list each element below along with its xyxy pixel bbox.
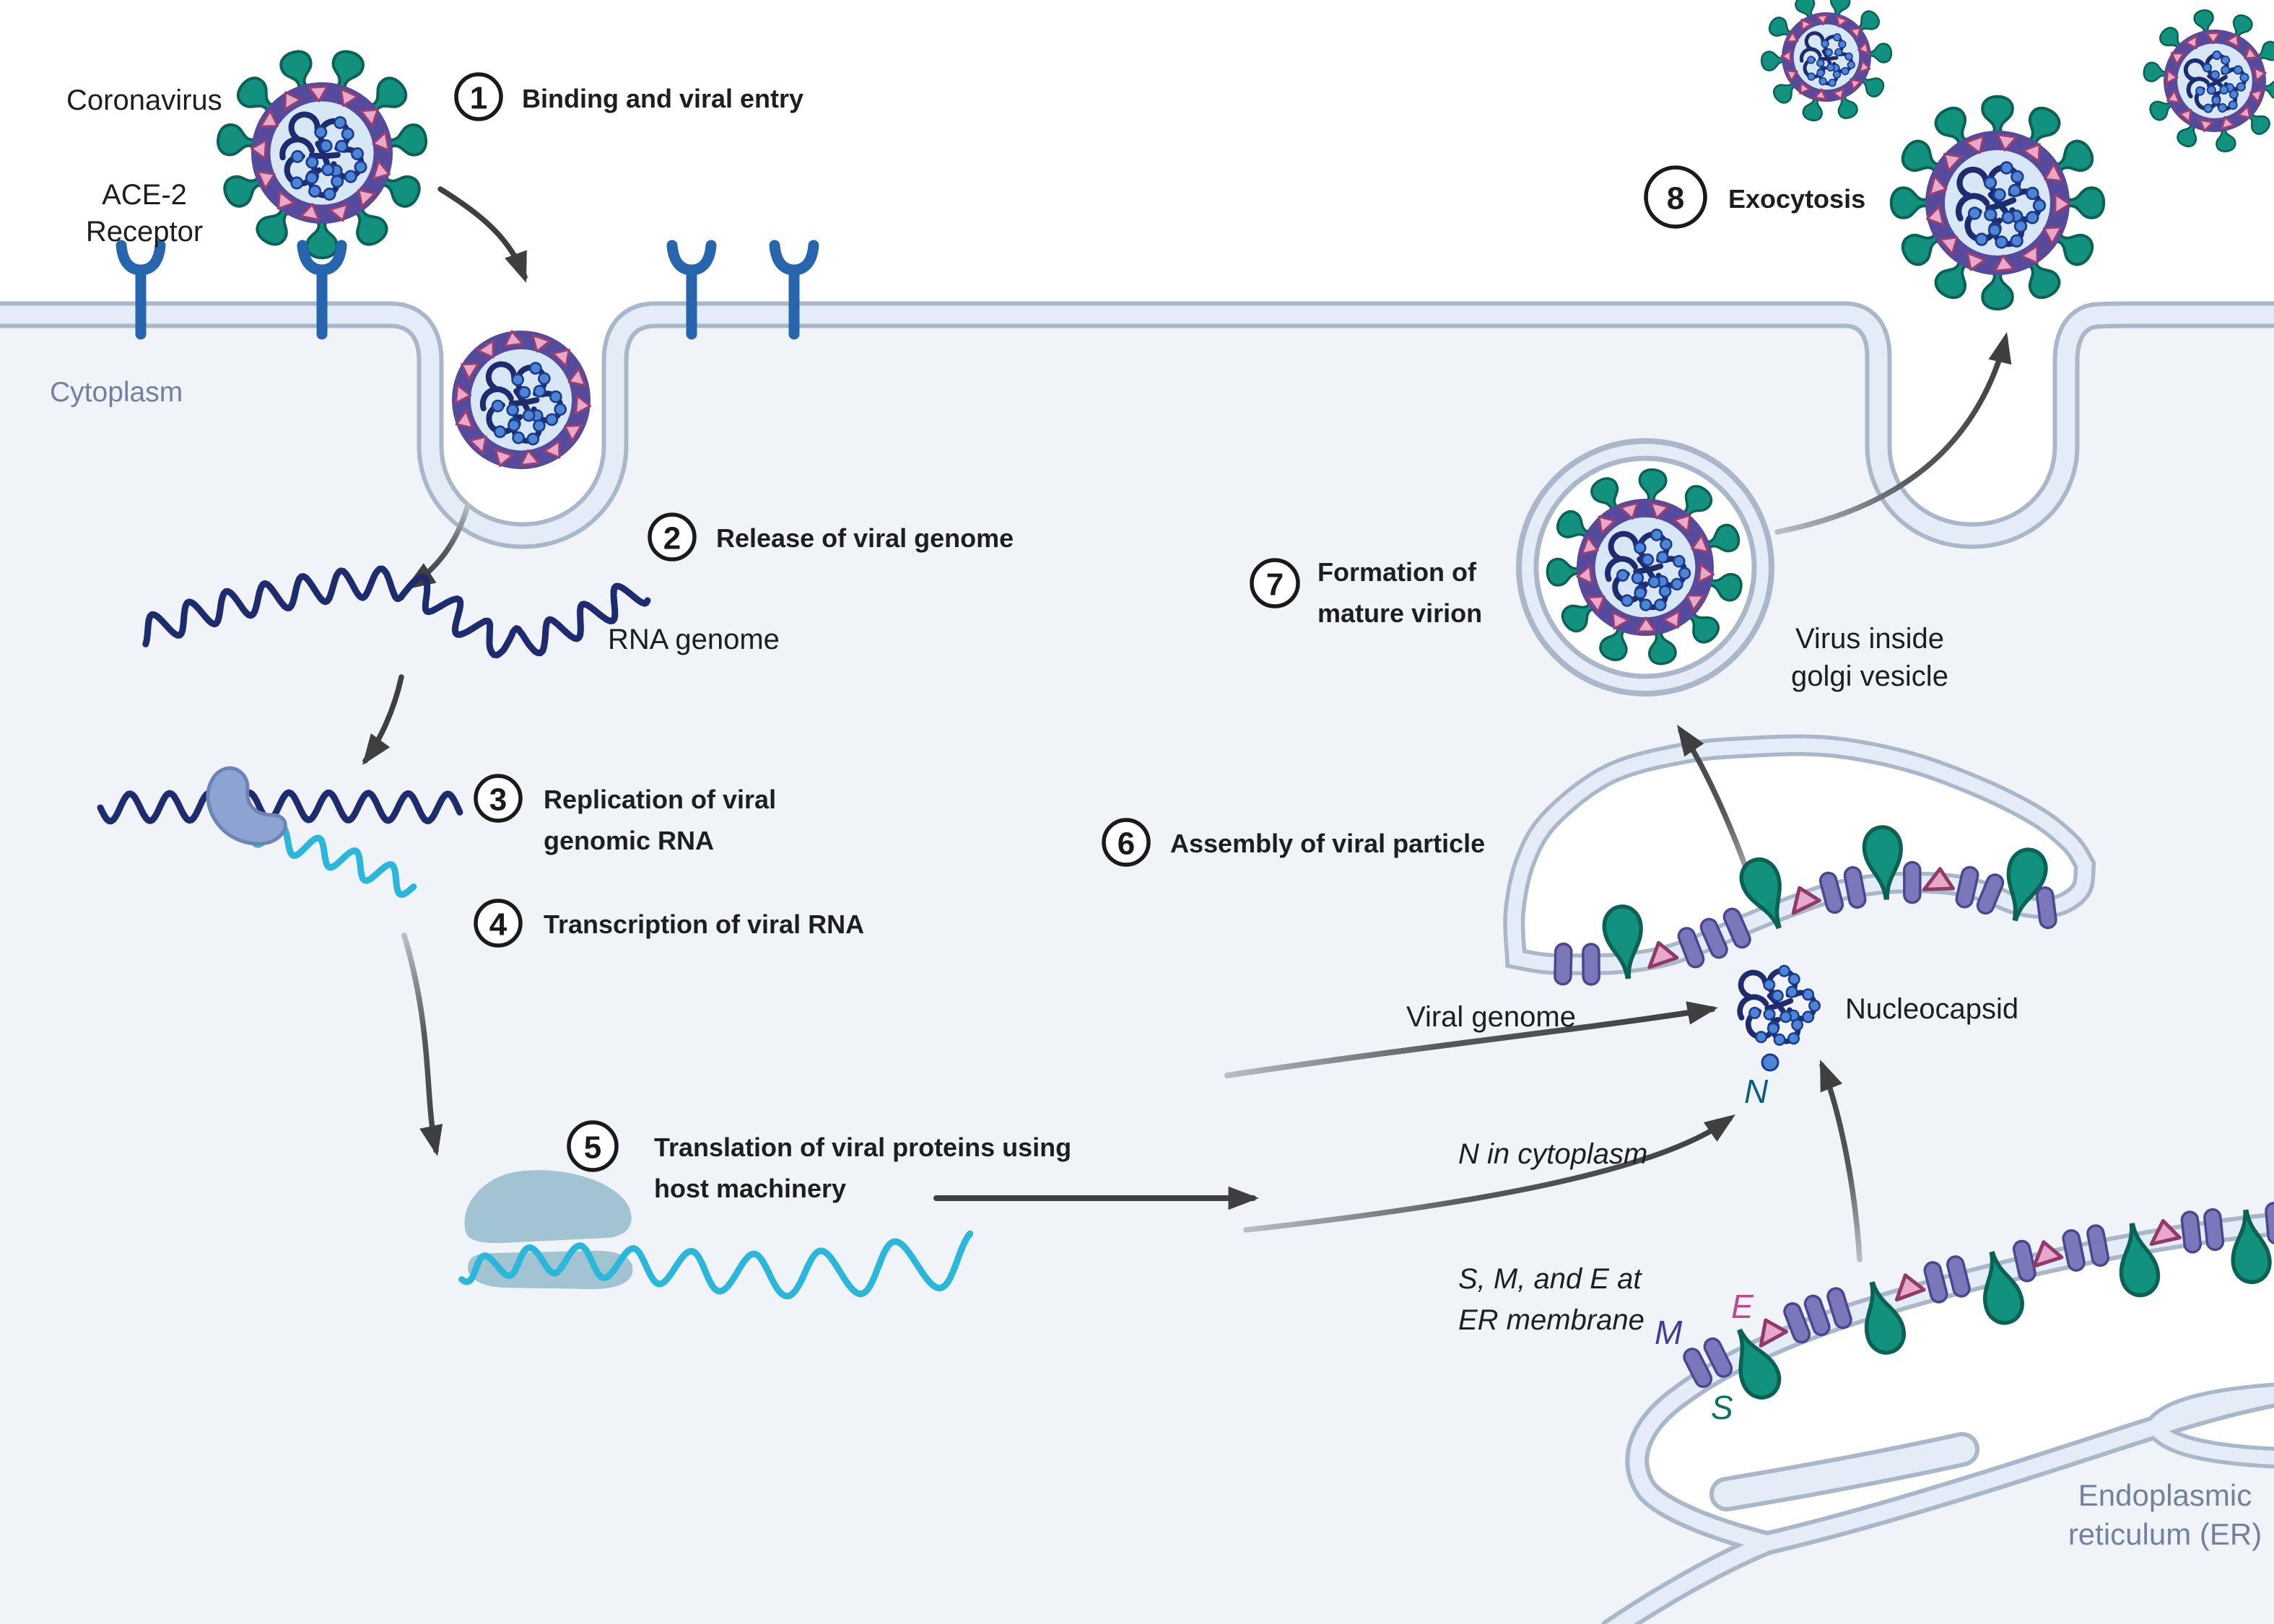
svg-text:Formation of: Formation of: [1317, 557, 1477, 587]
svg-text:7: 7: [1266, 567, 1284, 603]
svg-text:3: 3: [489, 782, 507, 818]
svg-text:Nucleocapsid: Nucleocapsid: [1845, 993, 2018, 1025]
svg-text:Release of viral genome: Release of viral genome: [716, 523, 1014, 553]
svg-text:Virus inside: Virus inside: [1795, 623, 1944, 655]
svg-text:ACE-2: ACE-2: [102, 179, 187, 211]
svg-text:reticulum (ER): reticulum (ER): [2068, 1517, 2262, 1551]
svg-text:mature virion: mature virion: [1317, 598, 1482, 628]
svg-text:Cytoplasm: Cytoplasm: [50, 377, 183, 408]
svg-text:5: 5: [584, 1130, 601, 1166]
svg-text:Transcription of viral RNA: Transcription of viral RNA: [544, 909, 864, 939]
svg-text:genomic RNA: genomic RNA: [544, 826, 714, 855]
svg-text:2: 2: [663, 521, 681, 556]
svg-text:Translation of viral proteins: Translation of viral proteins using: [654, 1132, 1071, 1162]
svg-text:E: E: [1731, 1288, 1754, 1325]
svg-text:Endoplasmic: Endoplasmic: [2078, 1478, 2252, 1512]
svg-text:S: S: [1711, 1389, 1733, 1426]
svg-text:Receptor: Receptor: [86, 216, 203, 248]
svg-text:Assembly of viral particle: Assembly of viral particle: [1170, 829, 1485, 858]
svg-text:1: 1: [470, 81, 487, 116]
svg-text:4: 4: [489, 907, 507, 943]
svg-text:ER membrane: ER membrane: [1458, 1304, 1644, 1336]
svg-text:Binding and viral entry: Binding and viral entry: [522, 84, 803, 113]
svg-text:M: M: [1655, 1314, 1683, 1351]
svg-text:N in cytoplasm: N in cytoplasm: [1458, 1138, 1647, 1170]
svg-text:host machinery: host machinery: [654, 1174, 846, 1203]
svg-text:Replication of viral: Replication of viral: [544, 785, 776, 814]
svg-text:N: N: [1744, 1073, 1769, 1110]
svg-text:RNA genome: RNA genome: [608, 624, 780, 655]
svg-text:Exocytosis: Exocytosis: [1728, 184, 1865, 214]
svg-text:8: 8: [1667, 181, 1684, 217]
svg-text:golgi vesicle: golgi vesicle: [1791, 660, 1948, 692]
svg-text:Viral genome: Viral genome: [1406, 1001, 1576, 1033]
svg-text:S, M, and E at: S, M, and E at: [1458, 1263, 1642, 1295]
svg-text:Coronavirus: Coronavirus: [66, 84, 222, 116]
svg-text:6: 6: [1118, 826, 1135, 862]
